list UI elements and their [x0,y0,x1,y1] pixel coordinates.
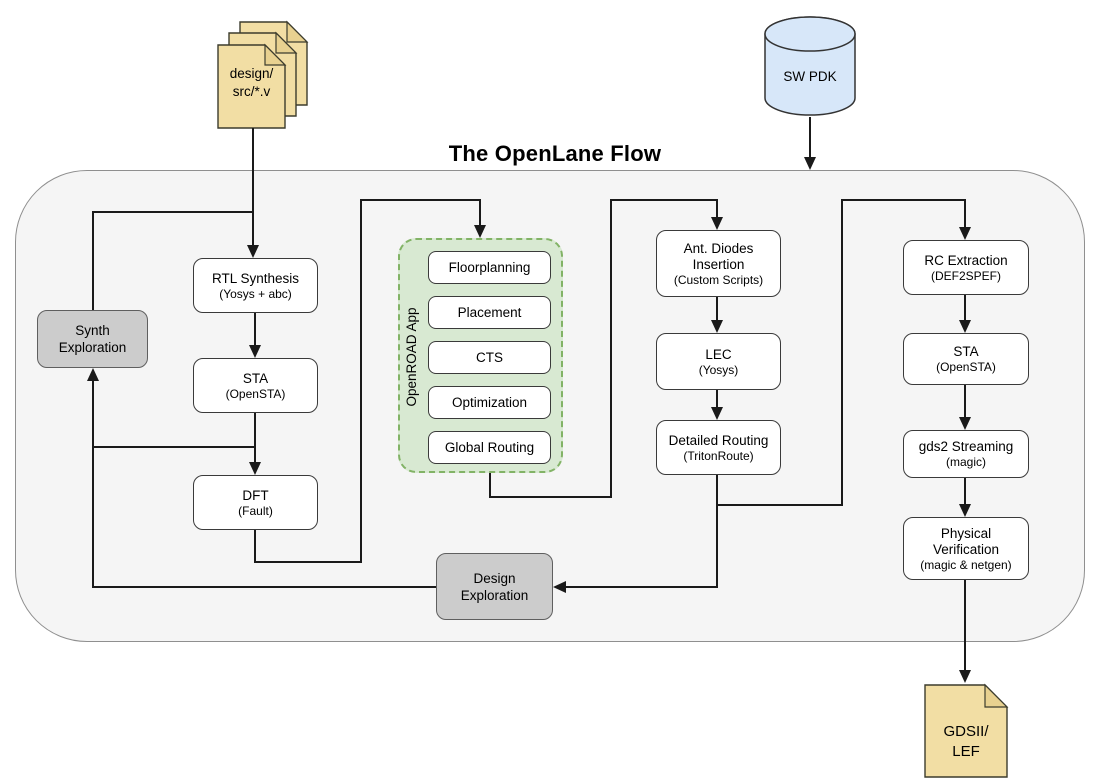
design-sources-label-line1: design/ [229,66,274,81]
connector-line [964,295,966,321]
connector-line [716,390,718,408]
node-tool: (magic & netgen) [920,557,1012,572]
connector-line [610,199,718,201]
node-dft: DFT (Fault) [193,475,318,530]
connector-line [964,199,966,228]
connector-line [716,504,843,506]
node-tool: (OpenSTA) [225,386,286,401]
arrowhead [959,417,971,430]
connector-line [92,380,94,587]
node-ant-diodes-insertion: Ant. Diodes Insertion (Custom Scripts) [656,230,781,297]
arrowhead [959,227,971,240]
node-title: Synth Exploration [58,323,127,355]
node-title: Physical Verification [932,525,1000,557]
arrowhead [249,462,261,475]
arrowhead [249,345,261,358]
connector-line [92,211,254,213]
arrowhead [247,245,259,258]
node-rc-extraction: RC Extraction (DEF2SPEF) [903,240,1029,295]
connector-line [254,561,362,563]
gdsii-output-label-line1: GDSII/ [943,723,989,740]
connector-line [565,586,718,588]
connector-line [360,199,481,201]
node-title: STA [953,344,979,359]
connector-line [92,446,256,448]
openroad-app-label: OpenROAD App [404,307,419,407]
node-synth-exploration: Synth Exploration [37,310,148,368]
connector-line [254,313,256,346]
node-title: gds2 Streaming [918,439,1014,454]
connector-line [479,199,481,226]
node-gds2-streaming: gds2 Streaming (magic) [903,430,1029,478]
node-title: RTL Synthesis [211,270,300,286]
node-sta-synthesis: STA (OpenSTA) [193,358,318,413]
arrowhead [959,320,971,333]
step-cts: CTS [428,341,551,374]
connector-line [716,199,718,218]
node-title: Detailed Routing [668,432,769,448]
arrowhead [711,407,723,420]
node-sta-signoff: STA (OpenSTA) [903,333,1029,385]
connector-line [809,117,811,158]
step-placement: Placement [428,296,551,329]
node-title: STA [242,370,269,386]
node-tool: (Yosys) [698,362,739,377]
arrowhead [711,320,723,333]
connector-line [252,128,254,246]
step-floorplanning: Floorplanning [428,251,551,284]
arrowhead [553,581,566,593]
connector-line [92,211,94,311]
node-physical-verification: Physical Verification (magic & netgen) [903,517,1029,580]
connector-line [841,199,966,201]
connector-line [92,586,438,588]
connector-line [489,473,491,498]
connector-line [841,199,843,506]
arrowhead [474,225,486,238]
node-title: Ant. Diodes Insertion [683,240,754,272]
node-lec: LEC (Yosys) [656,333,781,390]
arrowhead [959,504,971,517]
connector-line [964,580,966,671]
node-tool: (Yosys + abc) [219,286,292,301]
node-detailed-routing: Detailed Routing (TritonRoute) [656,420,781,475]
connector-line [964,385,966,418]
gdsii-output-document-icon [924,683,1009,778]
connector-line [254,413,256,463]
node-tool: (Custom Scripts) [673,272,764,287]
connector-line [489,496,612,498]
node-title: LEC [705,346,732,362]
design-sources-label-line2: src/*.v [232,84,271,99]
node-title: RC Extraction [924,252,1008,268]
arrowhead [959,670,971,683]
node-title: DFT [242,487,269,503]
node-tool: (Fault) [238,503,273,518]
pdk-label: SW PDK [783,69,837,84]
node-tool: (DEF2SPEF) [930,268,1001,283]
step-global-routing: Global Routing [428,431,551,464]
pdk-database-icon [764,16,856,116]
step-optimization: Optimization [428,386,551,419]
design-sources-document-stack-icon [217,20,309,129]
node-tool: (TritonRoute) [683,448,754,463]
connector-line [254,530,256,563]
node-title: Design Exploration [460,570,529,603]
node-tool: (OpenSTA) [936,360,996,374]
diagram-title: The OpenLane Flow [448,141,662,166]
connector-line [716,475,718,587]
gdsii-output-label: GDSII/ LEF [923,722,1009,762]
node-tool: (magic) [945,455,986,469]
connector-line [964,478,966,505]
connector-line [716,297,718,321]
arrowhead [711,217,723,230]
connector-line [610,199,612,498]
gdsii-output-label-line2: LEF [952,743,980,760]
arrowhead [804,157,816,170]
node-rtl-synthesis: RTL Synthesis (Yosys + abc) [193,258,318,313]
arrowhead [87,368,99,381]
design-sources-label: design/ src/*.v [218,65,285,101]
node-design-exploration: Design Exploration [436,553,553,620]
connector-line [360,199,362,563]
